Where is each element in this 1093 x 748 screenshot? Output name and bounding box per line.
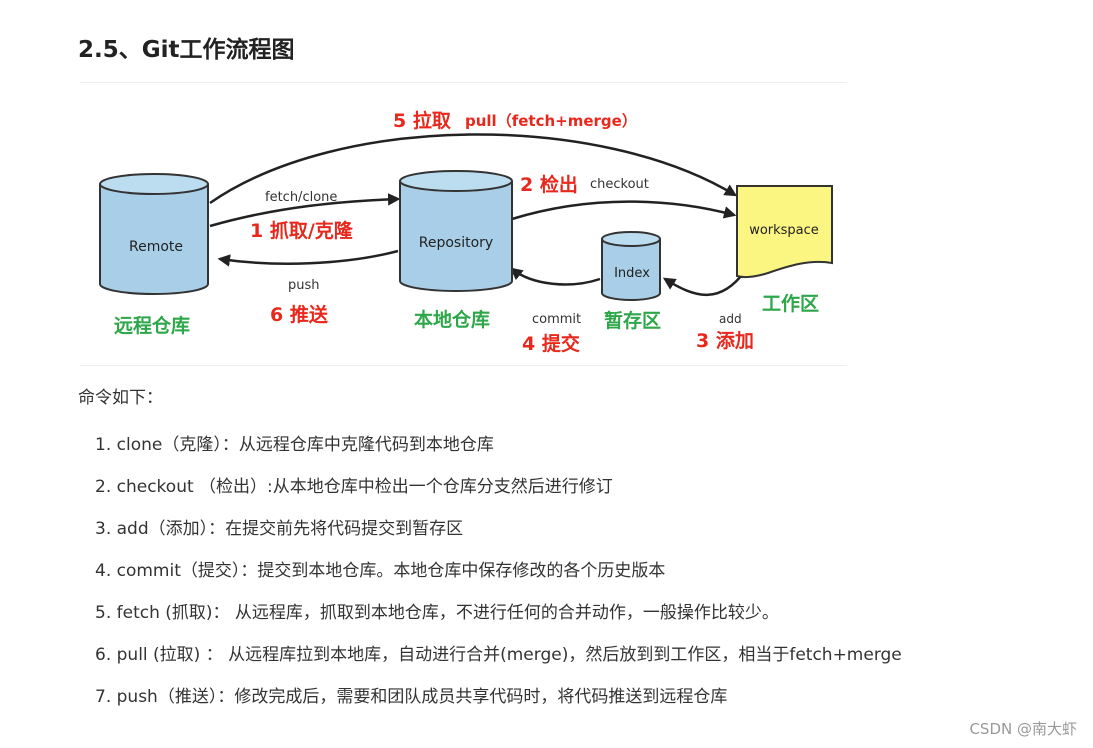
repository-cylinder: Repository [399, 170, 513, 292]
section-heading: 2.5、Git工作流程图 [78, 37, 295, 63]
add-command-label: add [719, 312, 742, 326]
index-caption: 暂存区 [604, 309, 661, 332]
push-step-label: 6 推送 [270, 303, 329, 326]
fetch-arrow [209, 193, 401, 228]
git-workflow-diagram: Remote Repository Index workspace 5 拉取 p… [80, 82, 847, 366]
remote-node-label: Remote [129, 239, 183, 255]
index-cylinder: Index [601, 231, 661, 301]
command-item-fetch: 5. fetch (抓取)： 从远程库，抓取到本地仓库，不进行任何的合并动作，一… [95, 603, 779, 623]
command-item-checkout: 2. checkout （检出）:从本地仓库中检出一个仓库分支然后进行修订 [95, 477, 613, 497]
command-item-pull: 6. pull (拉取) ： 从远程库拉到本地库，自动进行合并(merge)，然… [95, 645, 902, 665]
repository-caption: 本地仓库 [414, 308, 490, 331]
workspace-node-label: workspace [749, 223, 819, 238]
commit-arrow [510, 267, 601, 286]
command-item-add: 3. add（添加）：在提交前先将代码提交到暂存区 [95, 519, 464, 539]
workflow-svg: Remote Repository Index workspace 5 拉取 p… [99, 109, 833, 355]
checkout-command-label: checkout [590, 177, 649, 192]
command-item-clone: 1. clone（克隆）：从远程仓库中克隆代码到本地仓库 [95, 435, 494, 455]
index-node-label: Index [614, 266, 650, 281]
csdn-watermark: CSDN @南大虾 [969, 720, 1077, 738]
workspace-caption: 工作区 [762, 292, 819, 315]
repository-node-label: Repository [419, 235, 493, 251]
push-command-label: push [288, 278, 320, 293]
push-arrow [217, 249, 399, 267]
add-arrow [662, 270, 747, 296]
command-item-commit: 4. commit（提交）：提交到本地仓库。本地仓库中保存修改的各个历史版本 [95, 561, 666, 581]
pull-arrow [209, 133, 738, 205]
command-item-push: 7. push（推送）：修改完成后，需要和团队成员共享代码时，将代码推送到远程仓… [95, 687, 728, 707]
fetch-step-label: 1 抓取/克隆 [250, 219, 354, 242]
fetch-command-label: fetch/clone [265, 190, 337, 205]
workspace-document: workspace [736, 185, 833, 278]
remote-caption: 远程仓库 [114, 314, 190, 337]
checkout-arrow [511, 200, 737, 221]
commands-intro: 命令如下： [78, 388, 163, 408]
commit-step-label: 4 提交 [522, 332, 580, 355]
command-list: 1. clone（克隆）：从远程仓库中克隆代码到本地仓库 2. checkout… [95, 430, 902, 724]
pull-command-label: pull（fetch+merge） [465, 112, 637, 130]
remote-cylinder: Remote [99, 173, 209, 295]
commit-command-label: commit [532, 312, 581, 327]
pull-step-label: 5 拉取 [393, 109, 451, 132]
checkout-step-label: 2 检出 [520, 173, 578, 196]
add-step-label: 3 添加 [696, 329, 754, 352]
